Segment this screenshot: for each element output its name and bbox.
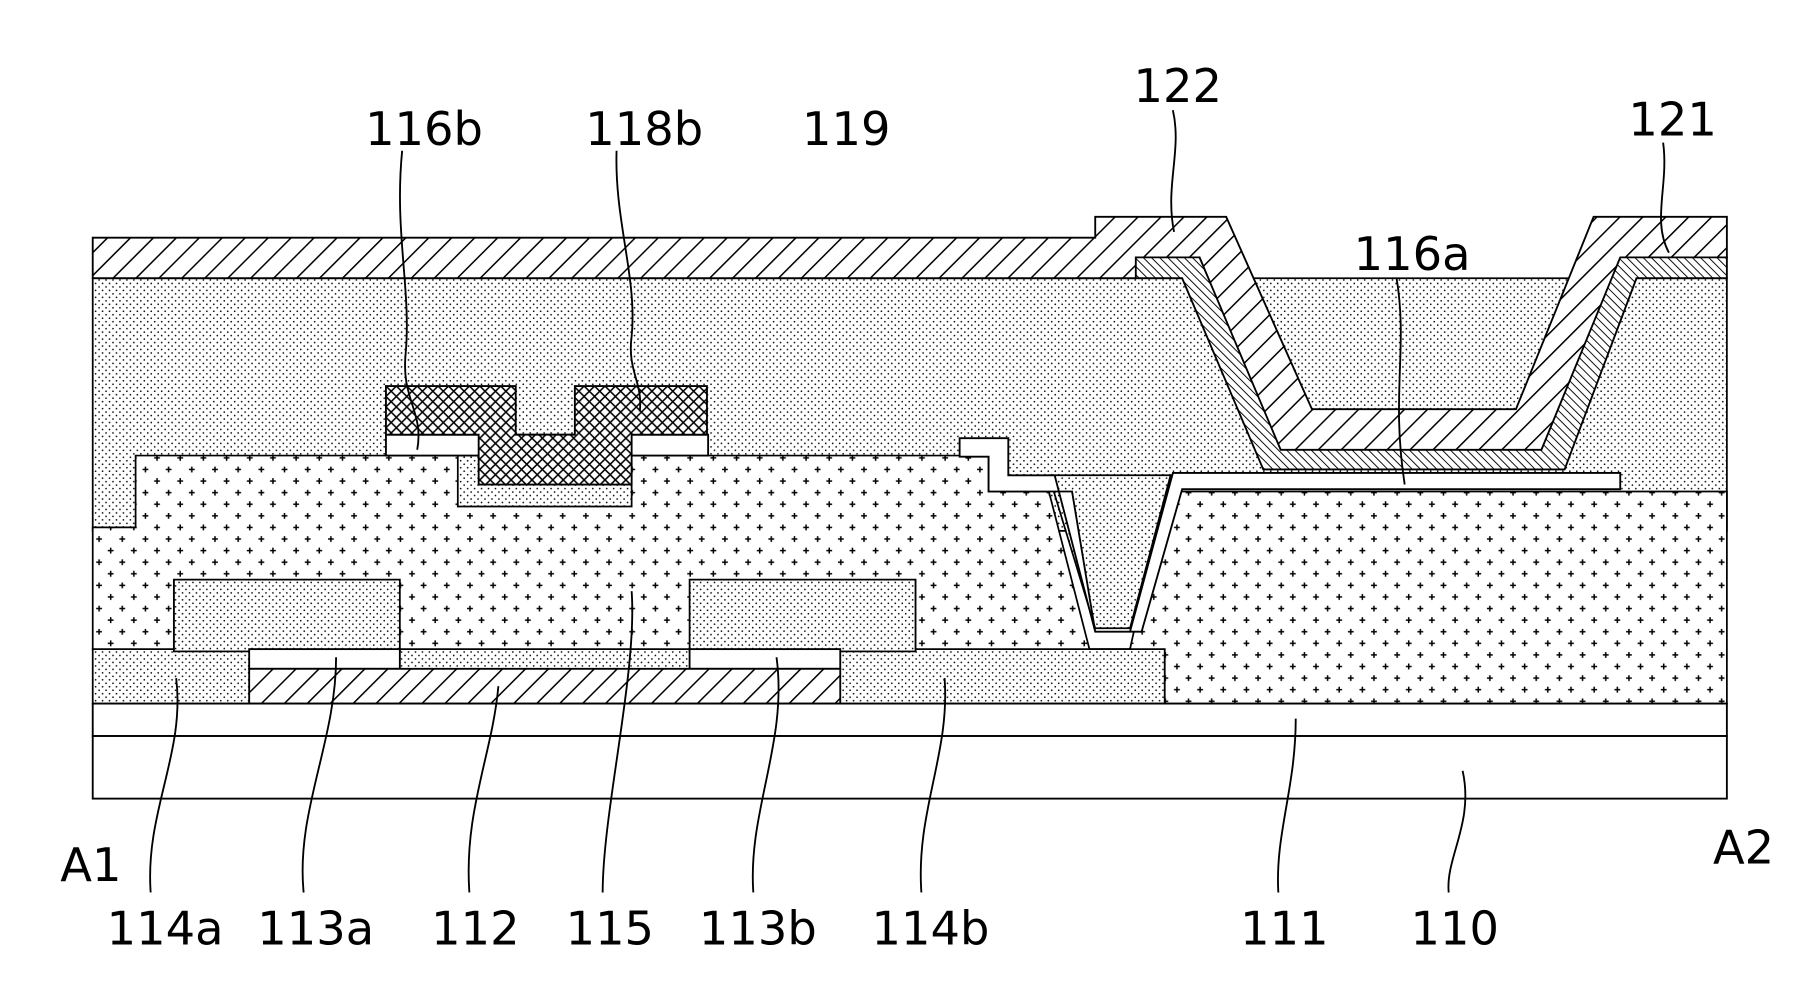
label-119: 119 [802,102,890,156]
label-116a: 116a [1354,227,1471,281]
label-110: 110 [1410,902,1498,956]
substrate-110 [93,736,1727,799]
label-112: 112 [431,902,519,956]
layer-111 [93,704,1727,736]
label-114a: 114a [107,902,224,956]
label-113b: 113b [699,902,817,956]
label-111: 111 [1240,902,1328,956]
label-114b: 114b [872,902,990,956]
label-121: 121 [1628,93,1716,147]
label-113a: 113a [257,902,374,956]
label-116b: 116b [365,102,483,156]
layer-112-gate [249,669,840,704]
label-a1: A1 [60,838,121,892]
label-a2: A2 [1713,821,1774,875]
label-115: 115 [566,902,654,956]
label-122: 122 [1133,59,1221,113]
label-118b: 118b [585,102,703,156]
